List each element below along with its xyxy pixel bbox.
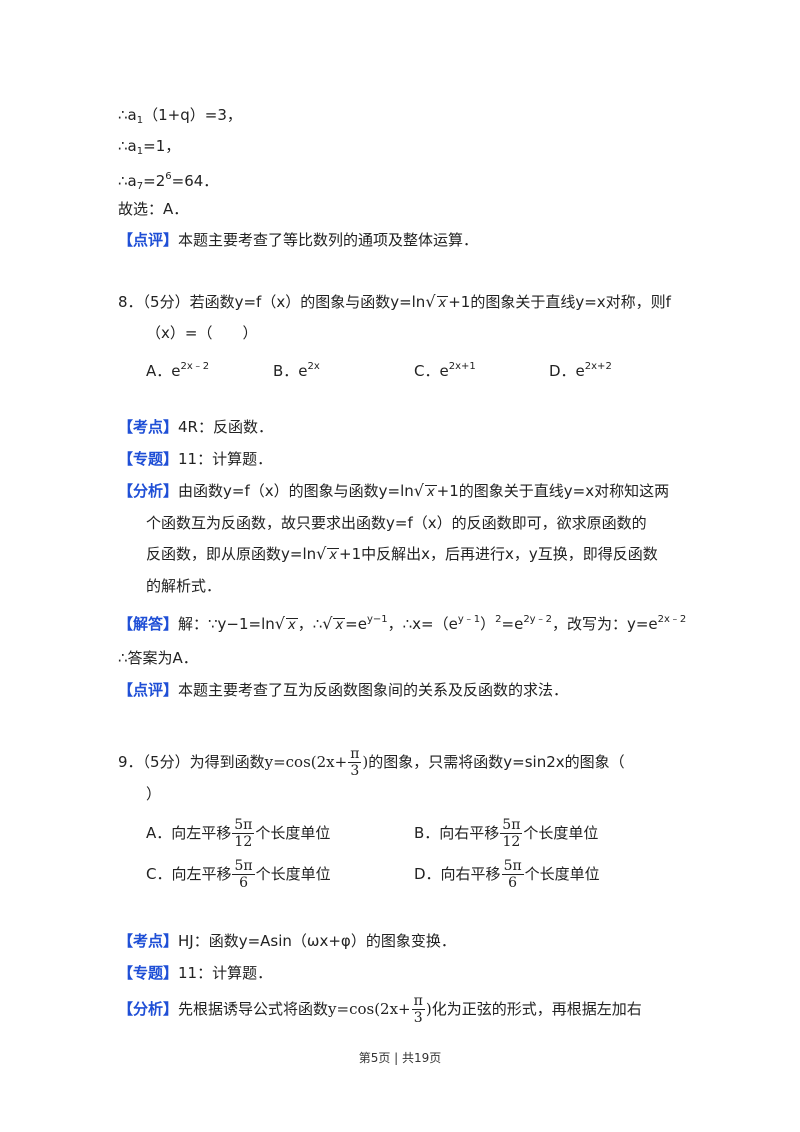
- q8-jieda: 【解答】解：∵y−1=ln√x，∴√x=ey−1，∴x=（ey﹣1）2=e2y﹣…: [118, 614, 687, 633]
- q8-zhuanti: 【专题】11：计算题．: [118, 450, 273, 468]
- q9-kaodian: 【考点】HJ：函数y=Asin（ωx+φ）的图象变换．: [118, 932, 456, 950]
- q8-kaodian: 【考点】4R：反函数．: [118, 418, 273, 436]
- q9-stem-cont: ）: [146, 785, 162, 803]
- q8-fenxi-cont: 的解析式．: [146, 577, 222, 595]
- q8-stem-cont: （x）=（ ）: [146, 324, 258, 342]
- q8-review: 【点评】本题主要考查了互为反函数图象间的关系及反函数的求法．: [118, 681, 569, 699]
- q8-option-b: B．e2x: [273, 361, 320, 380]
- q8-option-c: C．e2x+1: [414, 361, 476, 380]
- q8-answer: ∴答案为A．: [118, 649, 198, 667]
- solution-line: ∴a1（1+q）=3，: [118, 106, 242, 126]
- q8-option-a: A．e2x﹣2: [146, 361, 210, 380]
- tag-review: 【点评】: [118, 231, 179, 249]
- solution-line: ∴a1=1，: [118, 137, 181, 157]
- q8-fenxi-cont: 反函数，即从原函数y=ln√x+1中反解出x，后再进行x，y互换，即得反函数: [146, 544, 658, 563]
- q8-option-d: D．e2x+2: [549, 361, 612, 380]
- answer-choice: 故选：A．: [118, 200, 189, 218]
- q8-fenxi-cont: 个函数互为反函数，故只要求出函数y=f（x）的反函数即可，欲求原函数的: [146, 514, 647, 532]
- review: 【点评】本题主要考查了等比数列的通项及整体运算．: [118, 231, 479, 249]
- q9-zhuanti: 【专题】11：计算题．: [118, 964, 273, 982]
- solution-line: ∴a7=26=64．: [118, 171, 219, 192]
- q8-fenxi: 【分析】由函数y=f（x）的图象与函数y=ln√x+1的图象关于直线y=x对称知…: [118, 481, 670, 500]
- q8-stem: 8．（5分）若函数y=f（x）的图象与函数y=ln√x+1的图象关于直线y=x对…: [118, 292, 671, 311]
- page-footer: 第5页 | 共19页: [358, 1051, 442, 1065]
